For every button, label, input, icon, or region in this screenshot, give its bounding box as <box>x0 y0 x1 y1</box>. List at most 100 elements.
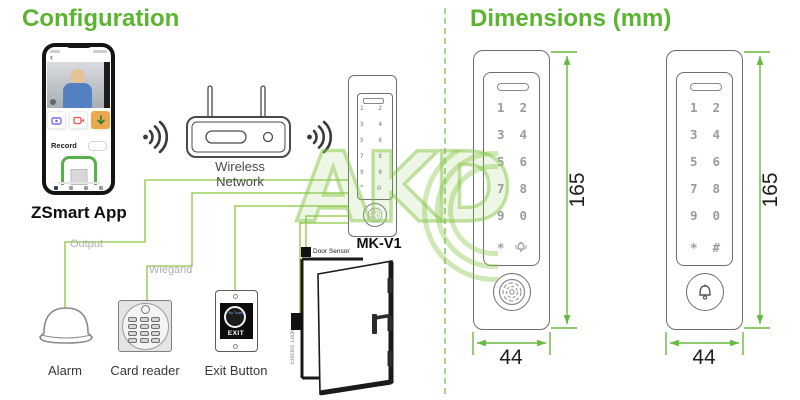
alarm-label: Alarm <box>48 363 82 378</box>
door-handle-lever <box>374 313 391 320</box>
key: 7 <box>497 181 505 196</box>
led-slot <box>497 83 529 91</box>
phone-screen: ‹ Record <box>46 47 111 191</box>
nav-tab-equipment[interactable] <box>53 186 59 191</box>
screw-icon <box>233 344 238 349</box>
key: 7 <box>690 181 698 196</box>
wifi-signal-icon-right <box>307 120 333 154</box>
garage-door-panel <box>70 169 87 185</box>
record-button[interactable] <box>69 111 88 129</box>
wifi-signal-icon-left <box>143 120 169 154</box>
zsmart-app-label: ZSmart App <box>31 203 127 222</box>
person-head <box>70 69 85 84</box>
key-star: * <box>497 240 505 255</box>
door-sensor-label: Door Sensor <box>313 248 350 255</box>
mkv1-led-slot <box>363 98 384 104</box>
phone-notch <box>64 43 93 48</box>
wire-exit-button <box>234 205 350 290</box>
key[interactable]: 1 <box>360 105 364 112</box>
fingerprint-sensor-icon <box>493 273 531 311</box>
mic-icon[interactable] <box>50 99 56 105</box>
electric-lock-label: Electric Lock <box>290 329 296 364</box>
key: 6 <box>712 154 720 169</box>
key[interactable]: 6 <box>378 137 382 144</box>
person-body <box>63 83 92 108</box>
key: 1 <box>690 100 698 115</box>
screw-icon <box>233 294 238 299</box>
key[interactable]: 8 <box>378 153 382 160</box>
key: 2 <box>519 100 527 115</box>
width-dimension-left: 44 <box>499 346 523 369</box>
door-sensor <box>301 247 311 257</box>
card-reader-label: Card reader <box>110 363 180 378</box>
door-hinge <box>387 278 393 293</box>
doorbell-key-icon <box>515 240 527 256</box>
dimensions-title: Dimensions (mm) <box>470 5 672 32</box>
key: 8 <box>519 181 527 196</box>
mkv1-model-label: MK-V1 <box>356 236 402 252</box>
key[interactable]: 5 <box>360 137 364 144</box>
key[interactable]: 7 <box>360 153 364 160</box>
exit-button-device: No Touch EXIT <box>215 290 258 352</box>
snapshot-button[interactable] <box>47 111 66 129</box>
keypad-panel <box>676 72 733 266</box>
wiegand-wire-label: Wiegand <box>149 264 193 276</box>
key[interactable]: 3 <box>360 121 364 128</box>
door <box>291 247 394 396</box>
electric-lock <box>291 313 303 330</box>
key-hash: # <box>712 240 720 255</box>
mkv1-keypad-panel <box>357 93 393 200</box>
video-edge <box>104 62 110 108</box>
keypad-panel <box>483 72 540 266</box>
mkv1-keypad-device: 1 2 3 4 5 6 7 8 9 0 * <box>348 75 397 237</box>
configuration-title: Configuration <box>22 5 180 32</box>
wireless-router <box>186 85 291 158</box>
width-dimension-right: 44 <box>692 346 716 369</box>
exit-button-label: Exit Button <box>204 363 268 378</box>
key: 3 <box>497 127 505 142</box>
no-touch-label: No Touch <box>228 311 244 315</box>
output-wire-label: Output <box>70 238 104 250</box>
phone-bottom-nav <box>48 186 109 191</box>
key: 4 <box>712 127 720 142</box>
garage-door-illustration <box>60 156 97 185</box>
key[interactable]: 4 <box>378 121 382 128</box>
alarm-siren <box>39 307 93 344</box>
wire-alarm-output <box>64 179 350 308</box>
key[interactable]: 9 <box>360 169 364 176</box>
card-reader-logo-icon <box>141 305 150 314</box>
key[interactable]: 0 <box>378 169 382 176</box>
height-dimension-right: 165 <box>759 172 782 208</box>
led-slot <box>690 83 722 91</box>
record-section-label: Record <box>51 141 77 150</box>
key: 8 <box>712 181 720 196</box>
door-hinge <box>387 351 393 366</box>
back-chevron-icon[interactable]: ‹ <box>50 52 53 62</box>
record-filter-pill[interactable] <box>88 141 107 151</box>
app-action-buttons <box>46 111 111 129</box>
no-touch-sensor-ring[interactable] <box>223 305 246 328</box>
doorbell-key-icon[interactable] <box>376 184 382 192</box>
unlock-button[interactable] <box>91 111 110 129</box>
wire-card-reader-wiegand <box>146 192 350 300</box>
wire-electric-lock <box>299 222 350 313</box>
nav-tab[interactable] <box>98 186 104 191</box>
nav-tab[interactable] <box>83 186 89 191</box>
doorbell-button-icon <box>686 273 724 311</box>
section-divider-dashed-line <box>444 8 446 394</box>
key-star: * <box>690 240 698 255</box>
key: 9 <box>497 208 505 223</box>
status-bar-time <box>50 50 60 53</box>
fingerprint-sensor-icon[interactable] <box>363 203 387 227</box>
smartphone: ‹ Record <box>42 43 115 195</box>
card-reader-device <box>118 300 172 352</box>
key-star[interactable]: * <box>360 184 364 191</box>
nav-tab[interactable] <box>68 186 74 191</box>
exit-button-panel: No Touch EXIT <box>219 303 253 339</box>
key: 3 <box>690 127 698 142</box>
key[interactable]: 2 <box>378 105 382 112</box>
